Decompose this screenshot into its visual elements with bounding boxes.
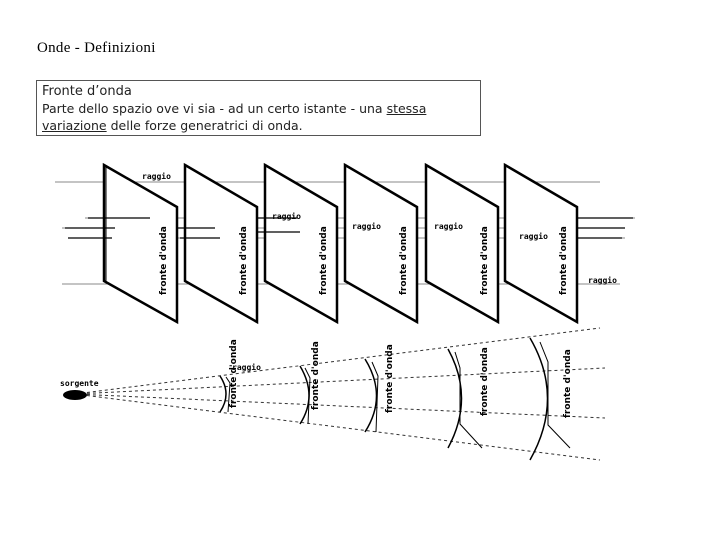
definition-box: Fronte d’onda Parte dello spazio ove vi …	[36, 80, 481, 136]
plane-label-4: fronte d'onda	[399, 226, 409, 295]
ray-label-5: raggio	[519, 231, 548, 241]
sphere-label-3: fronte d'onda	[385, 344, 395, 413]
plane-label-3: fronte d'onda	[319, 226, 329, 295]
definition-underlined-stessa: stessa	[386, 101, 427, 116]
definition-text-part: Parte dello spazio ove vi sia - ad un ce…	[42, 101, 387, 116]
plane-front-5: fronte d'onda	[424, 162, 500, 325]
definition-heading: Fronte d’onda	[42, 84, 132, 99]
sphere-label-4: fronte d'onda	[480, 347, 490, 416]
sphere-label-2: fronte d'onda	[311, 341, 321, 410]
plane-front-1: fronte d'onda	[102, 162, 179, 325]
sphere-label-5: fronte d'onda	[563, 349, 573, 418]
slide-title: Onde - Definizioni	[37, 40, 156, 56]
spherical-fronts	[219, 337, 571, 461]
plane-front-2: fronte d'onda	[183, 162, 259, 325]
ray-label-3: raggio	[352, 221, 381, 231]
ray-label-1: raggio	[142, 171, 171, 181]
definition-text-end: delle forze generatrici di onda.	[106, 118, 303, 133]
sphere-ray-label: raggio	[232, 362, 261, 372]
ray-label-4: raggio	[434, 221, 463, 231]
definition-text: Parte dello spazio ove vi sia - ad un ce…	[42, 100, 475, 134]
plane-front-3: fronte d'onda	[263, 162, 339, 325]
ray-label-6: raggio	[588, 275, 617, 285]
source-label: sorgente	[60, 379, 99, 388]
sphere-label-1: fronte d'onda	[229, 339, 239, 408]
ray-label-2: raggio	[272, 211, 301, 221]
spherical-ray-lines	[74, 327, 606, 461]
plane-label-6: fronte d'onda	[559, 226, 569, 295]
plane-label-2: fronte d'onda	[239, 226, 249, 295]
plane-front-6: fronte d'onda	[503, 162, 579, 325]
plane-ray-segments	[65, 217, 633, 239]
plane-front-4: fronte d'onda	[343, 162, 419, 325]
plane-label-1: fronte d'onda	[159, 226, 169, 295]
definition-underlined-variazione: variazione	[42, 118, 107, 133]
plane-label-5: fronte d'onda	[480, 226, 490, 295]
source-point	[63, 390, 87, 400]
